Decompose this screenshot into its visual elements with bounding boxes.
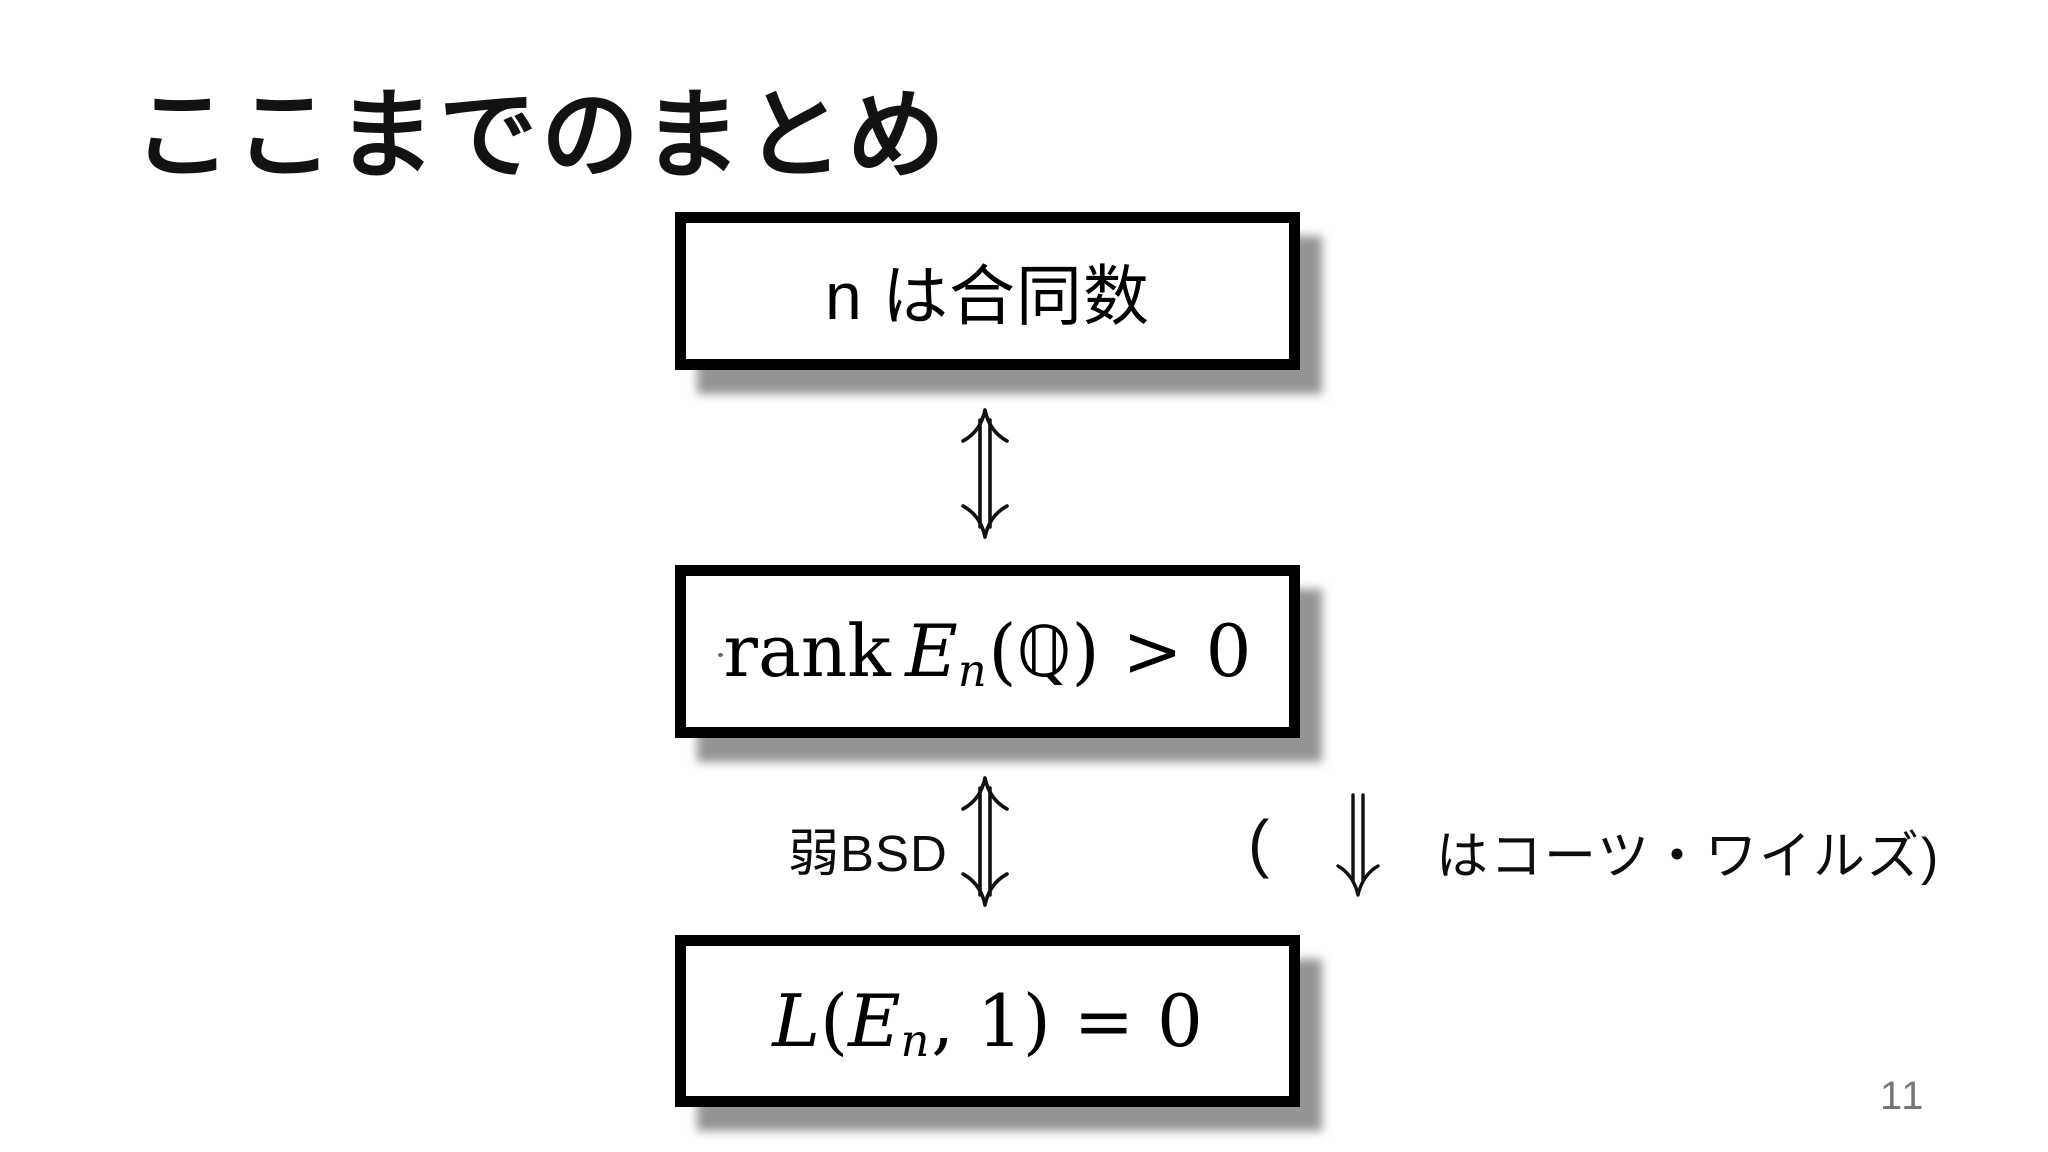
slide-title: ここまでのまとめ — [133, 80, 950, 190]
page-number: 11 — [1880, 1074, 1926, 1118]
stray-dot-mark — [718, 653, 723, 657]
node-lvalue-formula: L(En, 1) = 0 — [772, 985, 1203, 1063]
annotation-coates-wiles-text: はコーツ・ワイルズ) — [1436, 828, 1941, 886]
formula-l-subscript: n — [900, 1014, 930, 1067]
formula-l-variable: E — [848, 979, 901, 1063]
formula-rank-subscript: n — [957, 644, 987, 697]
formula-rank-tail: ) > 0 — [1071, 609, 1252, 694]
node-l-value-zero: L(En, 1) = 0 — [675, 935, 1300, 1107]
annotation-open-paren: ( — [1248, 807, 1270, 879]
formula-l-open-paren: ( — [820, 979, 849, 1063]
formula-rank-variable: E — [905, 609, 958, 694]
formula-rank-rationals: ℚ — [1016, 612, 1072, 694]
formula-rank-open-paren: ( — [988, 609, 1017, 694]
formula-l-function: L — [772, 979, 821, 1063]
edge-label-weak-bsd: 弱BSD — [788, 825, 948, 882]
node-congruent-number-text: n は合同数 — [824, 259, 1151, 333]
formula-l-tail: , 1) = 0 — [931, 979, 1203, 1063]
down-double-arrow-icon — [1334, 792, 1382, 900]
updown-double-arrow-icon — [955, 406, 1015, 541]
node-congruent-number: n は合同数 — [675, 212, 1300, 370]
updown-double-arrow-icon — [955, 774, 1015, 909]
formula-rank-operator: rank — [723, 609, 891, 694]
